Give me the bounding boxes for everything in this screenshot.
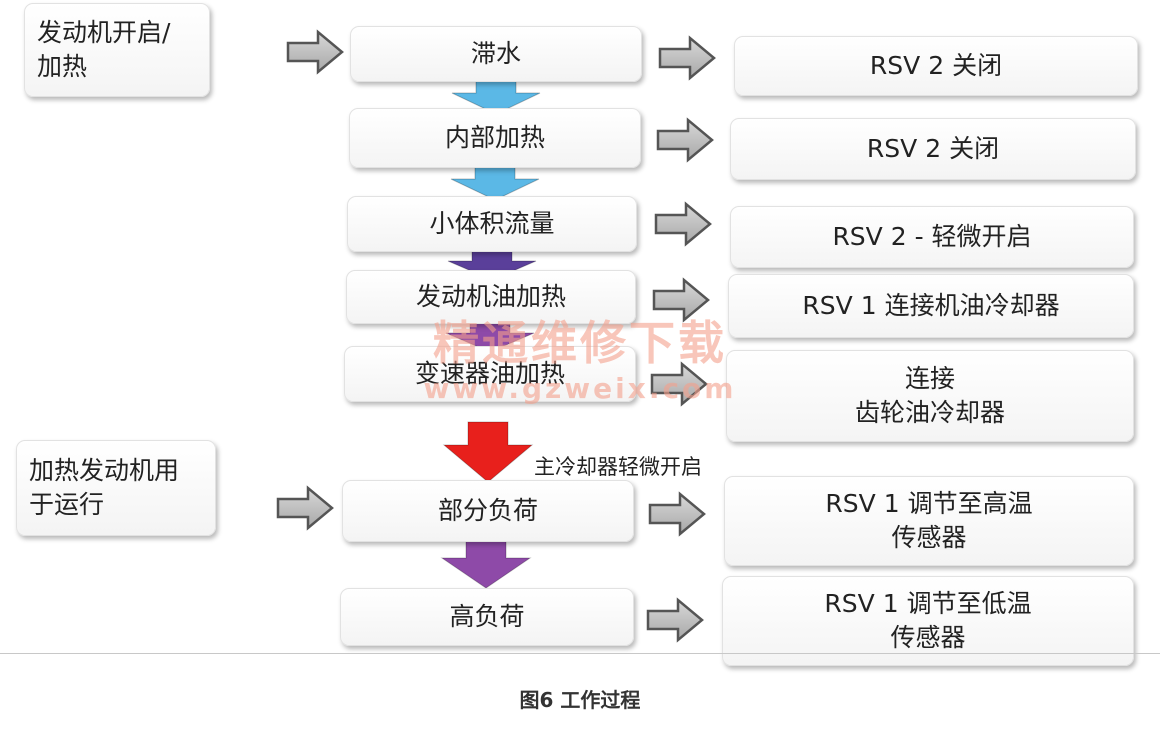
- bottom-rule: [0, 653, 1160, 654]
- step-gear-oil-heating: 变速器油加热: [344, 346, 636, 402]
- down-arrow-1: [451, 79, 541, 115]
- watermark-url: www.gzweix.com: [423, 372, 737, 405]
- watermark-title: 精通维修下载: [433, 316, 727, 370]
- step-engine-oil-heating: 发动机油加热: [346, 270, 636, 324]
- side-arrow-2: [656, 117, 714, 163]
- step-high-load: 高负荷: [340, 588, 634, 646]
- step-partial-load: 部分负荷: [342, 480, 634, 542]
- step-internal-heating: 内部加热: [349, 108, 641, 168]
- result-rsv1-oil-cooler: RSV 1 连接机油冷却器: [728, 274, 1134, 338]
- down-arrow-2: [450, 165, 540, 201]
- side-arrow-1: [658, 35, 716, 81]
- result-rsv2-closed-1: RSV 2 关闭: [734, 36, 1138, 96]
- result-rsv2-slightly-open: RSV 2 - 轻微开启: [730, 206, 1134, 268]
- step-stagnant-water: 滞水: [350, 26, 642, 82]
- trigger-engine-start: 发动机开启/加热: [24, 3, 210, 97]
- step-small-flow: 小体积流量: [347, 196, 637, 252]
- side-arrow-6: [648, 491, 706, 537]
- main-cooler-note: 主冷却器轻微开启: [534, 455, 702, 479]
- result-rsv1-high-temp: RSV 1 调节至高温传感器: [724, 476, 1134, 566]
- trigger-run-arrow: [276, 485, 334, 531]
- trigger-engine-run: 加热发动机用于运行: [16, 440, 216, 536]
- result-rsv1-low-temp: RSV 1 调节至低温传感器: [722, 576, 1134, 666]
- result-rsv2-closed-2: RSV 2 关闭: [730, 118, 1136, 180]
- side-arrow-5: [650, 361, 708, 407]
- trigger-start-arrow: [286, 29, 344, 75]
- side-arrow-7: [646, 597, 704, 643]
- side-arrow-4: [652, 277, 710, 323]
- down-arrow-5: [442, 421, 534, 483]
- figure-caption: 图6 工作过程: [519, 688, 641, 712]
- down-arrow-6: [440, 539, 532, 589]
- result-gear-oil-cooler: 连接齿轮油冷却器: [726, 350, 1134, 442]
- side-arrow-3: [654, 201, 712, 247]
